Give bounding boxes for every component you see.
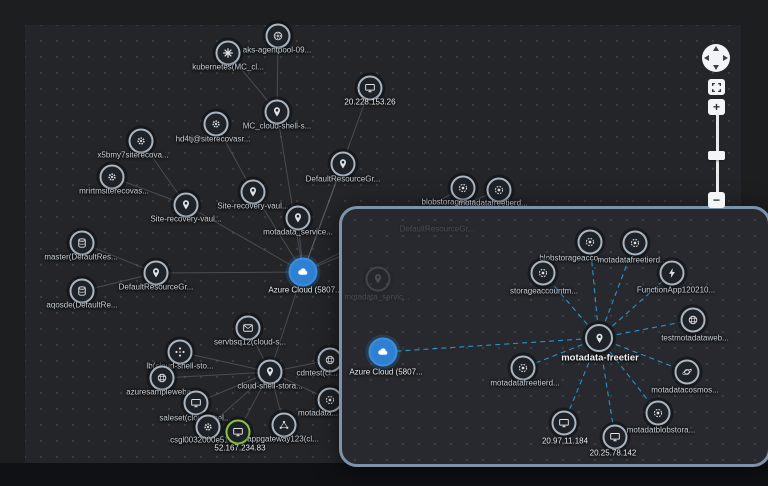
graph-node-mc-cloud-shell[interactable]: [264, 99, 290, 125]
cloud-icon: [368, 337, 398, 367]
cosmos-icon: [674, 359, 700, 385]
graph-node-saleset[interactable]: [183, 390, 209, 416]
pan-up-icon[interactable]: [712, 46, 719, 51]
graph-node-motadata-service[interactable]: [285, 205, 311, 231]
graph-node-blobstorage-outer[interactable]: [450, 175, 476, 201]
graph-node-ip-20-228-153-26[interactable]: [357, 75, 383, 101]
graph-node-servbsq12[interactable]: [235, 315, 261, 341]
globe-icon: [149, 365, 175, 391]
gear-icon: [195, 414, 221, 440]
graph-node-master-db[interactable]: [69, 230, 95, 256]
mail-icon: [235, 315, 261, 341]
gear-icon: [128, 128, 154, 154]
fit-view-button[interactable]: [708, 79, 725, 95]
pin-icon: [173, 192, 199, 218]
graph-node-motadatafreetierd-1[interactable]: [622, 230, 648, 256]
pin-icon: [240, 179, 266, 205]
k8s-icon: [215, 40, 241, 66]
storage-icon: [510, 355, 536, 381]
graph-node-testmotadataweb[interactable]: [680, 307, 706, 333]
pin-icon: [330, 151, 356, 177]
graph-node-aqosde-db[interactable]: [69, 278, 95, 304]
storage-icon: [450, 175, 476, 201]
database-icon: [69, 230, 95, 256]
pin-icon: [143, 260, 169, 286]
monitor-icon: [602, 424, 628, 450]
bolt-icon: [659, 260, 685, 286]
graph-node-lb[interactable]: [167, 339, 193, 365]
zoom-in-button[interactable]: +: [708, 99, 725, 115]
graph-node-ip-20-97-11-184[interactable]: [551, 410, 577, 436]
storage-icon: [645, 400, 671, 426]
graph-node-csgl[interactable]: [195, 414, 221, 440]
storage-icon: [577, 229, 603, 255]
pin-icon: [285, 205, 311, 231]
graph-node-motadata-freetier[interactable]: [585, 324, 613, 352]
graph-node-functionapp[interactable]: [659, 260, 685, 286]
pin-icon: [585, 324, 613, 352]
zoom-slider-handle[interactable]: [708, 151, 725, 160]
graph-node-motadatafreetier-outer[interactable]: [486, 177, 512, 203]
pan-left-icon[interactable]: [704, 54, 709, 61]
graph-node-azure-cloud[interactable]: [288, 257, 318, 287]
canvas-bottom-margin: [0, 463, 768, 486]
graph-node-motadatacosmos[interactable]: [674, 359, 700, 385]
database-icon: [69, 278, 95, 304]
pin-icon: [257, 359, 283, 385]
pin-icon: [365, 266, 391, 292]
pin-icon: [264, 99, 290, 125]
graph-node-aks-agentpool[interactable]: [265, 23, 291, 49]
pan-down-icon[interactable]: [712, 65, 719, 70]
ghost-node: [365, 266, 391, 292]
storage-icon: [486, 177, 512, 203]
graph-node-cloud-shell-storage[interactable]: [257, 359, 283, 385]
gear-icon: [203, 111, 229, 137]
gateway-icon: [271, 412, 297, 438]
graph-node-x5bmy7[interactable]: [128, 128, 154, 154]
graph-node-hd4tj[interactable]: [203, 111, 229, 137]
graph-node-blobstorageacco[interactable]: [577, 229, 603, 255]
storage-icon: [622, 230, 648, 256]
monitor-icon: [183, 390, 209, 416]
pan-right-icon[interactable]: [723, 54, 728, 61]
monitor-icon: [357, 75, 383, 101]
storage-icon: [530, 260, 556, 286]
monitor-icon: [225, 419, 251, 445]
graph-node-site-recovery-vault-1[interactable]: [173, 192, 199, 218]
graph-node-appgateway123[interactable]: [271, 412, 297, 438]
gear-icon: [99, 164, 125, 190]
graph-node-default-resource-group-1[interactable]: [330, 151, 356, 177]
graph-node-azuresampleweb[interactable]: [149, 365, 175, 391]
graph-node-default-resource-group-2[interactable]: [143, 260, 169, 286]
graph-node-kubernetes[interactable]: [215, 40, 241, 66]
fit-view-icon: [711, 82, 722, 92]
cloud-icon: [288, 257, 318, 287]
graph-node-inset-azure-cloud[interactable]: [368, 337, 398, 367]
graph-node-mrirtm[interactable]: [99, 164, 125, 190]
globe-icon: [317, 347, 343, 373]
globe-icon: [680, 307, 706, 333]
load-balancer-icon: [167, 339, 193, 365]
graph-node-motadatafreetierd-2[interactable]: [510, 355, 536, 381]
graph-node-motadatblobstora[interactable]: [645, 400, 671, 426]
pan-compass[interactable]: [702, 44, 730, 72]
graph-node-storageaccountm[interactable]: [530, 260, 556, 286]
storage-icon: [317, 387, 343, 413]
monitor-icon: [551, 410, 577, 436]
k8s-wheel-icon: [265, 23, 291, 49]
zoom-out-button[interactable]: −: [708, 192, 725, 208]
graph-node-ip-52-167-234-83[interactable]: [225, 419, 251, 445]
graph-node-motadata-cut[interactable]: [317, 387, 343, 413]
graph-node-cdntest[interactable]: [317, 347, 343, 373]
graph-node-ip-20-25-78-142[interactable]: [602, 424, 628, 450]
graph-node-site-recovery-vault-2[interactable]: [240, 179, 266, 205]
